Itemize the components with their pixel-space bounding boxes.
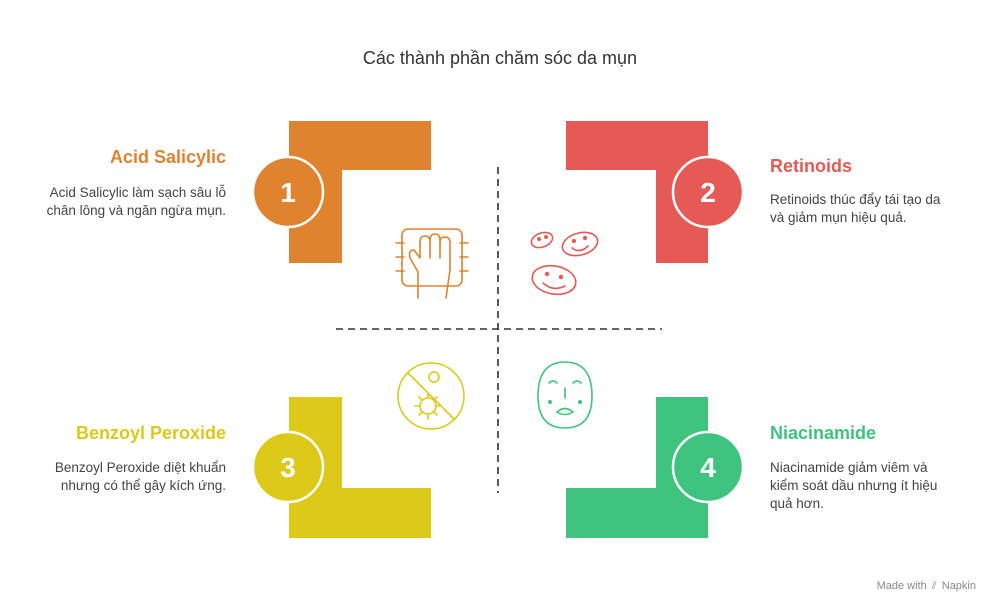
face-mask-icon	[537, 361, 593, 429]
hand-pores-icon	[395, 228, 469, 299]
number-badge-1: 1	[251, 155, 325, 229]
number-2: 2	[700, 177, 716, 208]
napkin-logo-icon: ⫽	[931, 580, 937, 592]
frame-1	[289, 121, 431, 263]
frame-4	[566, 397, 708, 538]
description-benzoyl-peroxide: Benzoyl Peroxide diệt khuẩn nhưng có thể…	[54, 460, 226, 493]
number-badge-4: 4	[671, 430, 745, 504]
heading-acid-salicylic: Acid Salicylic	[109, 147, 226, 167]
number-3: 3	[280, 452, 296, 483]
number-1: 1	[280, 177, 296, 208]
description-acid-salicylic: Acid Salicylic làm sạch sâu lỗ chân lông…	[46, 185, 226, 218]
frame-3	[289, 397, 431, 538]
frame-2	[566, 121, 708, 263]
watermark-prefix: Made with	[876, 580, 927, 592]
heading-benzoyl-peroxide: Benzoyl Peroxide	[75, 423, 226, 443]
number-badge-3: 3	[251, 430, 325, 504]
smiling-faces-icon	[530, 231, 599, 296]
heading-retinoids: Retinoids	[770, 156, 853, 176]
description-retinoids: Retinoids thúc đẩy tái tạo da và giảm mụ…	[770, 192, 941, 225]
heading-niacinamide: Niacinamide	[770, 423, 877, 443]
description-niacinamide: Niacinamide giảm viêm và kiểm soát dầu n…	[770, 460, 938, 511]
bacteria-no-icon	[397, 362, 465, 430]
number-badge-2: 2	[671, 155, 745, 229]
watermark: Made with ⫽ Napkin	[877, 580, 976, 593]
number-4: 4	[700, 452, 716, 483]
diagram-title: Các thành phần chăm sóc da mụn	[362, 48, 638, 68]
watermark-brand: Napkin	[941, 580, 976, 592]
